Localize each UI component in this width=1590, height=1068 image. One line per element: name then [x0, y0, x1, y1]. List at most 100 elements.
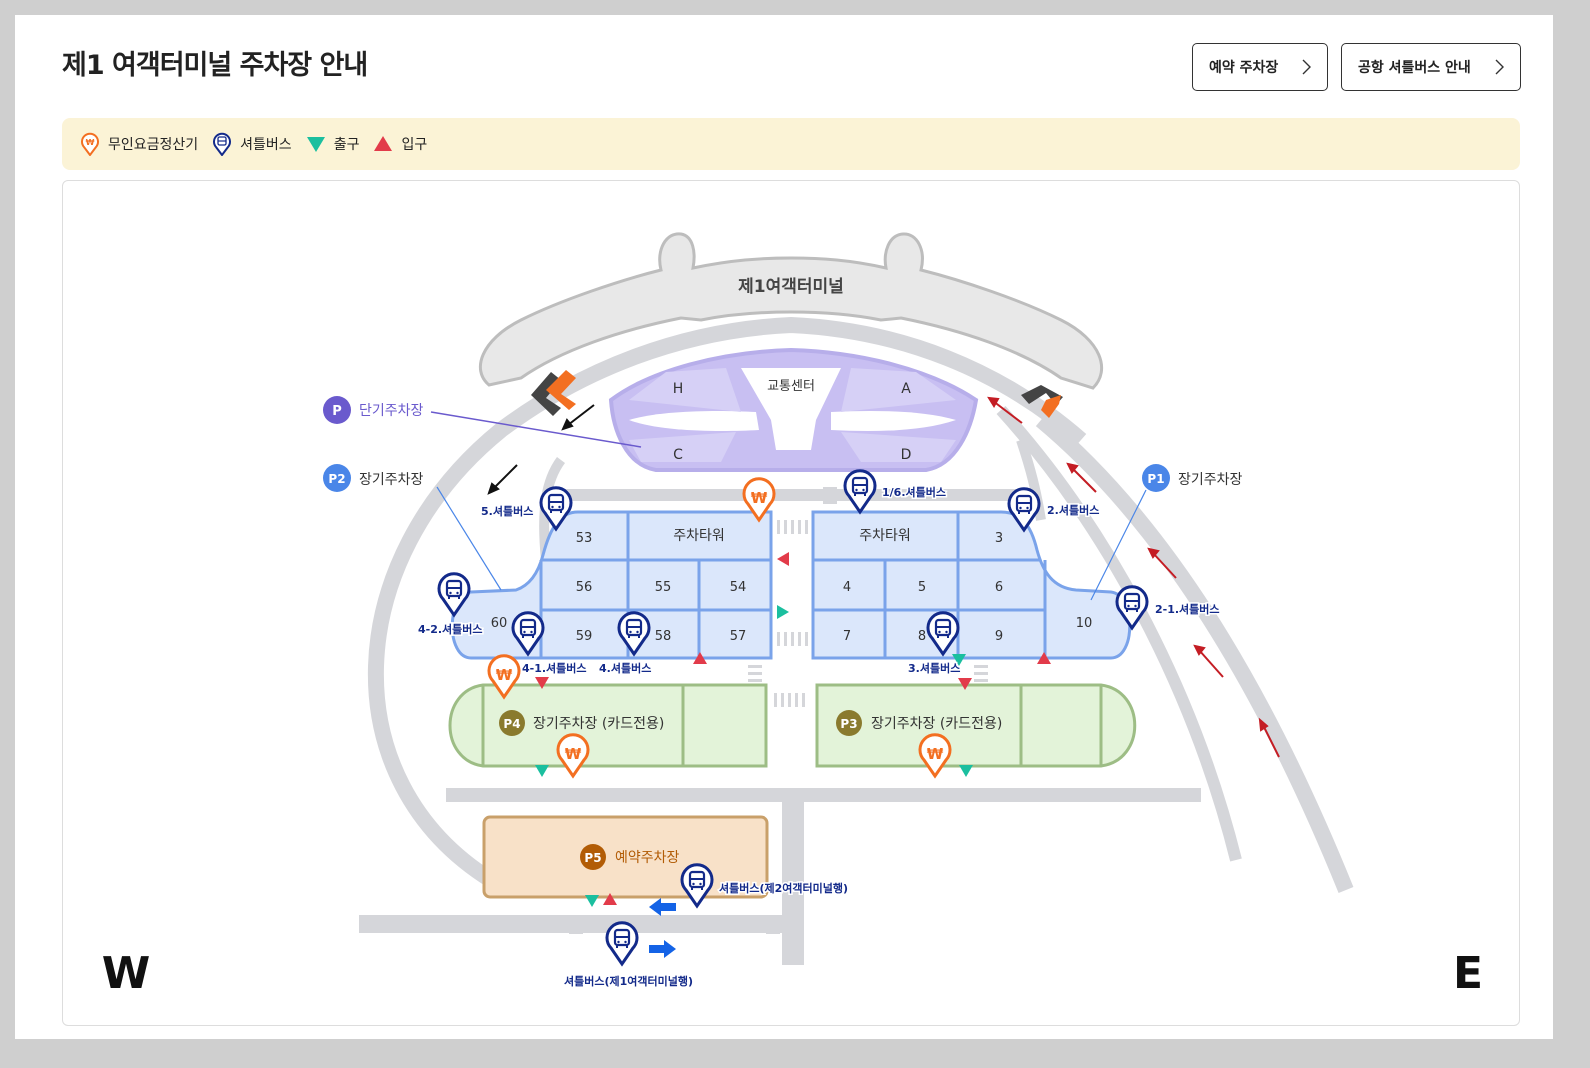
short-term-label: 단기주차장 [359, 403, 424, 419]
entrance-marker [603, 893, 617, 905]
legend-entrance: 입구 [373, 134, 427, 154]
lot-56: 56 [576, 580, 593, 595]
p1-callout: P1 장기주차장 [1090, 464, 1243, 601]
shuttle-4-label: 4.셔틀버스 [599, 661, 651, 675]
p2-parking-area: 주차타워 53 56 55 54 60 59 58 57 [450, 510, 773, 660]
shuttle-bus-icon [213, 132, 232, 156]
page: 제1 여객터미널 주차장 안내 예약 주차장 공항 셔틀버스 안내 ₩ 무인요금… [15, 15, 1553, 1039]
compass-east: E [1453, 948, 1483, 999]
lot-8: 8 [918, 629, 926, 644]
terminal-access-chevron-left [531, 370, 576, 416]
shuttle-stop-pin[interactable] [843, 469, 877, 514]
short-term-callout: P 단기주차장 [323, 396, 642, 448]
payment-machine-pin[interactable] [918, 733, 952, 778]
legend-entrance-label: 입구 [401, 137, 428, 153]
tower-left-label: 주차타워 [673, 528, 725, 544]
compass-west: W [102, 948, 151, 999]
lot-59: 59 [576, 629, 593, 644]
legend-payment: ₩ 무인요금정산기 [80, 132, 198, 156]
parking-map-canvas: ₩ 제1여객터미널 [102, 232, 1483, 999]
shuttle-2-1-label: 2-1.셔틀버스 [1155, 602, 1220, 616]
entrance-marker [1037, 652, 1051, 664]
entrance-exit-markers [535, 552, 1051, 907]
exit-marker [535, 765, 549, 777]
p4-badge: P4 [503, 717, 520, 731]
zone-h-label: H [673, 381, 684, 397]
p4-label: 장기주차장 (카드전용) [533, 716, 664, 732]
reserve-parking-label: 예약 주차장 [1209, 60, 1279, 76]
shuttle-4-1-label: 4-1.셔틀버스 [522, 661, 587, 675]
entrance-marker [693, 652, 707, 664]
p2-badge: P2 [328, 472, 345, 486]
p2-callout: P2 장기주차장 [323, 464, 502, 591]
crosswalks [569, 487, 988, 950]
shuttle-2-label: 2.셔틀버스 [1047, 503, 1099, 517]
p5-badge: P5 [584, 851, 601, 865]
lot-60: 60 [491, 616, 508, 631]
legend-payment-label: 무인요금정산기 [108, 137, 199, 153]
shuttle-labels: 5.셔틀버스 1/6.셔틀버스 2.셔틀버스 2-1.셔틀버스 4-2.셔틀버스… [417, 484, 1222, 990]
entrance-triangle-icon [374, 136, 393, 151]
page-title: 제1 여객터미널 주차장 안내 [62, 50, 368, 81]
exit-marker [585, 895, 599, 907]
parking-map: ₩ 제1여객터미널 [62, 180, 1520, 1026]
lot-58: 58 [655, 629, 672, 644]
p1-parking-area: 주차타워 3 4 5 6 7 8 9 10 [811, 510, 1132, 660]
lot-55: 55 [655, 580, 672, 595]
payment-machine-icon: ₩ [81, 132, 99, 156]
lot-7: 7 [843, 629, 851, 644]
reserve-parking-button[interactable]: 예약 주차장 [1192, 43, 1328, 91]
p2-label: 장기주차장 [359, 472, 424, 488]
p5-label: 예약주차장 [615, 850, 680, 866]
lot-9: 9 [995, 629, 1003, 644]
lot-5: 5 [918, 580, 926, 595]
shuttle-t1-label: 셔틀버스(제1여객터미널행) [564, 974, 693, 988]
transport-center: 교통센터 H A C D [608, 347, 979, 472]
chevron-right-icon [1302, 59, 1311, 75]
tower-right-label: 주차타워 [859, 528, 911, 544]
shuttle-4-2-label: 4-2.셔틀버스 [418, 622, 483, 636]
traffic-arrows [487, 396, 1280, 758]
shuttle-guide-button[interactable]: 공항 셔틀버스 안내 [1341, 43, 1521, 91]
lot-10: 10 [1076, 616, 1093, 631]
short-term-badge: P [332, 404, 342, 419]
svg-text:₩: ₩ [86, 138, 95, 147]
entrance-marker [958, 678, 972, 690]
payment-machine-pin[interactable] [556, 733, 590, 778]
entrance-marker [777, 552, 789, 566]
p4-parking-area: P4 장기주차장 (카드전용) [448, 683, 768, 768]
lot-6: 6 [995, 580, 1003, 595]
exit-marker [777, 605, 789, 619]
p3-label: 장기주차장 (카드전용) [871, 716, 1002, 732]
terminal-building: 제1여객터미널 [478, 232, 1103, 390]
lot-53: 53 [576, 531, 593, 546]
lot-54: 54 [730, 580, 747, 595]
terminal-access-chevron-right [1021, 385, 1063, 418]
legend-exit-label: 출구 [333, 137, 360, 153]
shuttle-3-label: 3.셔틀버스 [908, 661, 960, 675]
lot-57: 57 [730, 629, 747, 644]
terminal-label: 제1여객터미널 [738, 277, 844, 297]
shuttle-guide-label: 공항 셔틀버스 안내 [1358, 60, 1471, 76]
transport-center-label: 교통센터 [767, 379, 815, 394]
p1-label: 장기주차장 [1178, 472, 1243, 488]
legend-exit: 출구 [306, 134, 360, 154]
zone-c-label: C [673, 447, 683, 463]
shuttle-stop-pin[interactable] [680, 863, 714, 908]
shuttle-stop-pin[interactable] [605, 921, 639, 966]
lot-3: 3 [995, 531, 1003, 546]
shuttle-direction-arrows [649, 898, 676, 958]
legend-shuttle-label: 셔틀버스 [240, 137, 292, 153]
p1-badge: P1 [1147, 472, 1164, 486]
lot-4: 4 [843, 580, 851, 595]
legend-shuttle: 셔틀버스 [212, 132, 292, 156]
zone-a-label: A [901, 381, 911, 397]
shuttle-1-6-label: 1/6.셔틀버스 [882, 485, 946, 499]
entrance-marker [535, 677, 549, 689]
shuttle-t2-label: 셔틀버스(제2여객터미널행) [719, 881, 848, 895]
exit-triangle-icon [306, 137, 325, 152]
shuttle-5-label: 5.셔틀버스 [481, 504, 533, 518]
exit-marker [952, 654, 966, 666]
exit-marker [959, 765, 973, 777]
p3-badge: P3 [840, 717, 857, 731]
